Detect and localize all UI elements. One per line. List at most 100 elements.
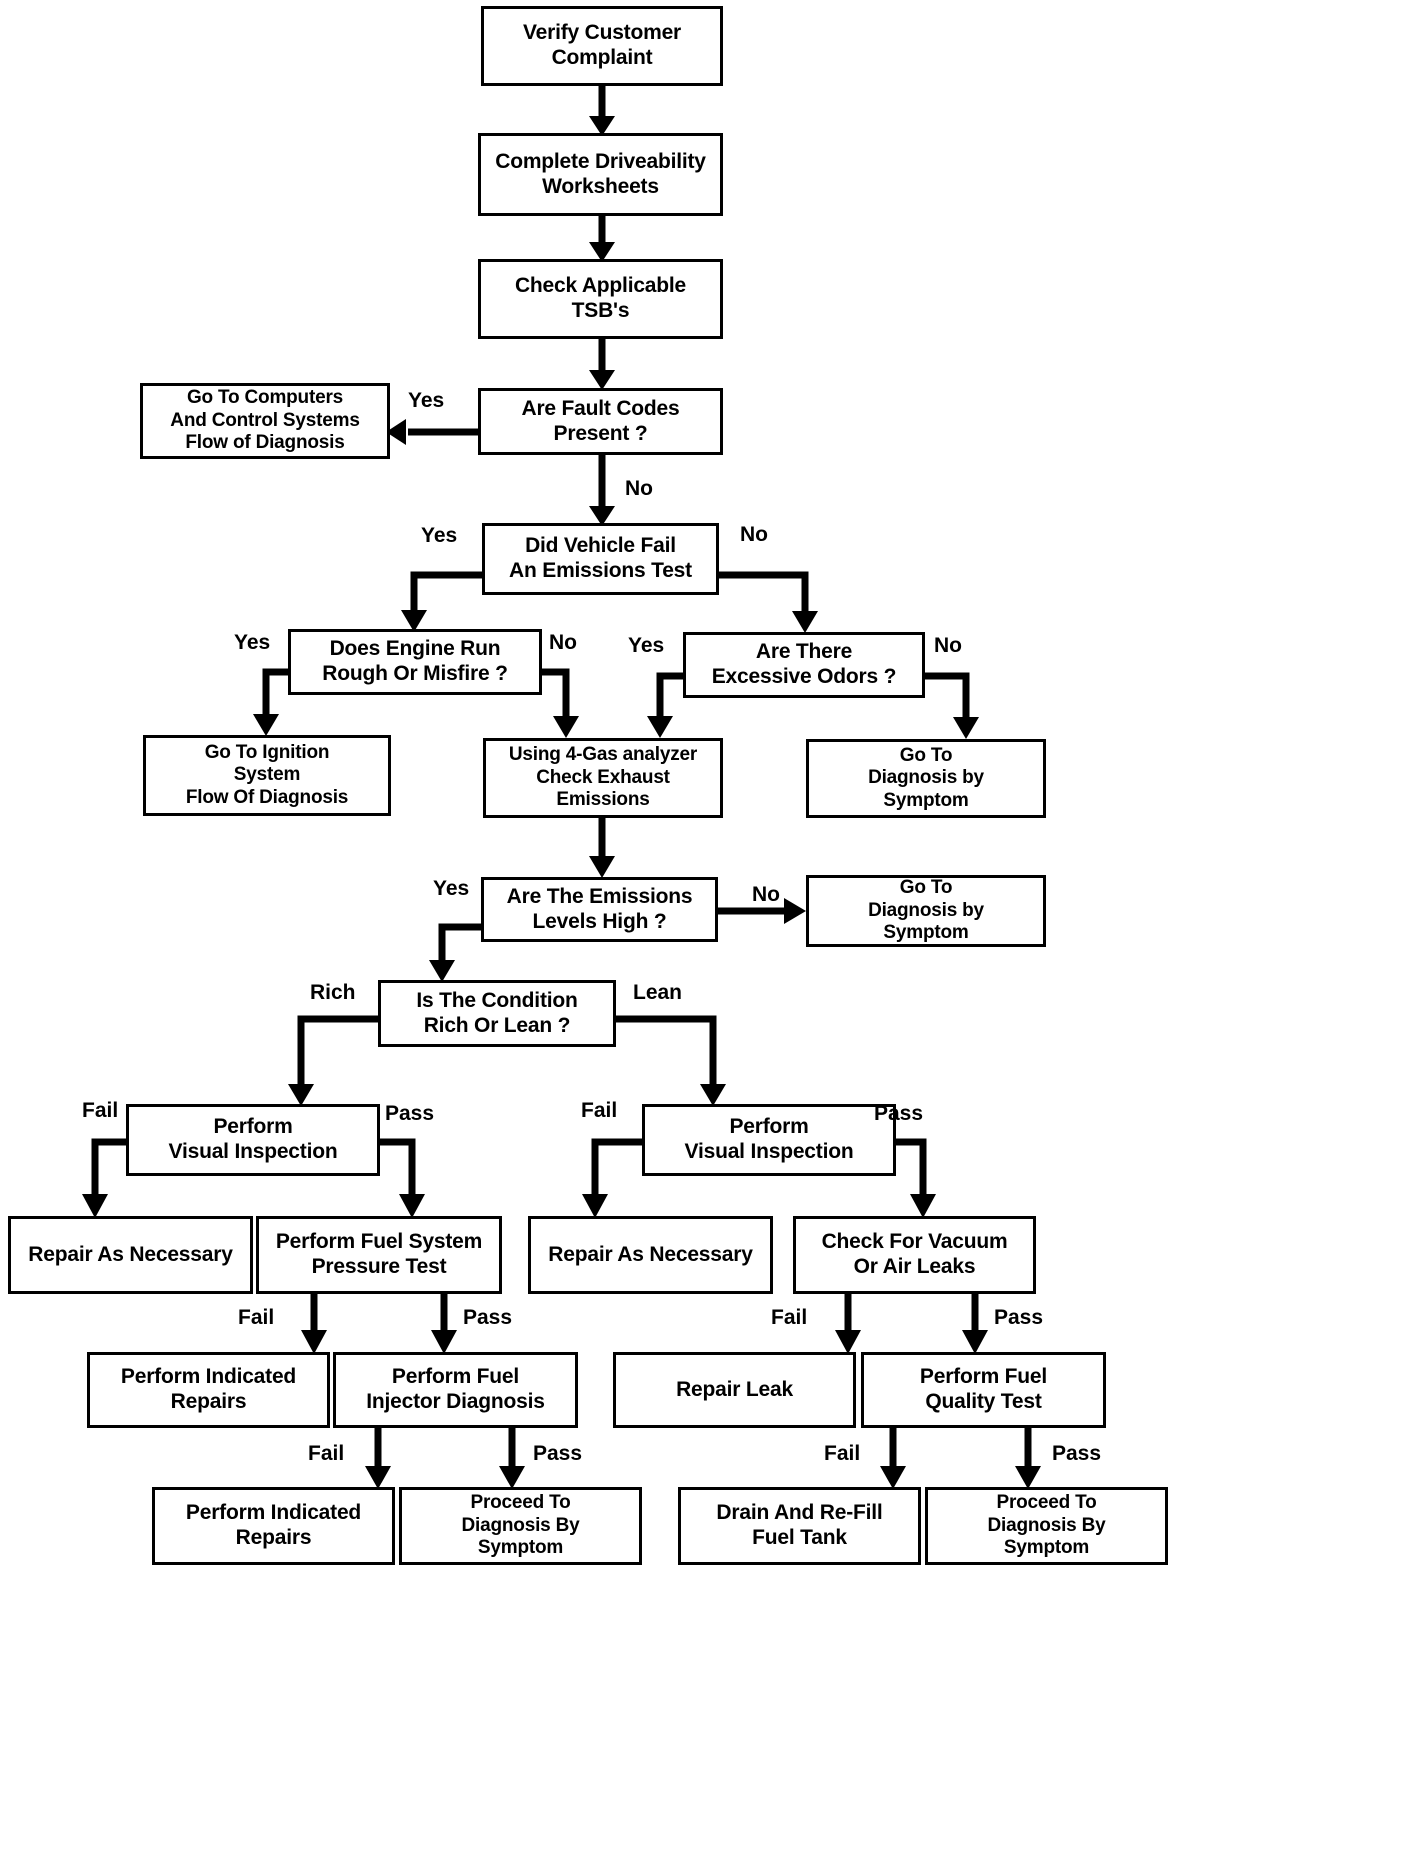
- edge-label-odors-no: No: [934, 634, 962, 657]
- node-go-to-ignition-system[interactable]: Go To Ignition System Flow Of Diagnosis: [143, 735, 391, 816]
- node-line: Proceed To: [996, 1492, 1097, 1514]
- edge-label-quality-pass: Pass: [1052, 1442, 1102, 1465]
- node-line: Rich Or Lean ?: [423, 1013, 571, 1037]
- node-line: Excessive Odors ?: [711, 665, 897, 688]
- node-line: Complaint: [551, 46, 653, 69]
- node-line: Perform Fuel: [391, 1365, 520, 1389]
- node-line: Fuel Tank: [752, 1526, 847, 1549]
- node-line: Go To Computers: [186, 387, 344, 409]
- node-line: Diagnosis by: [868, 899, 984, 921]
- node-line: Check Applicable: [514, 274, 687, 298]
- node-line: Symptom: [1003, 1537, 1090, 1559]
- node-line: Go To: [899, 744, 953, 766]
- node-line: Symptom: [883, 789, 969, 811]
- node-go-to-computers-and-control-systems[interactable]: Go To Computers And Control Systems Flow…: [140, 383, 390, 459]
- node-line: Drain And Re-Fill: [716, 1501, 883, 1525]
- edge-label-injector-pass: Pass: [533, 1442, 583, 1465]
- node-line: Are There: [755, 640, 853, 664]
- edge-label-visual-lean-pass: Pass: [874, 1102, 924, 1125]
- edge-label-visual-lean-fail: Fail: [581, 1099, 618, 1122]
- edge-label-engine-rough-no: No: [549, 631, 577, 654]
- node-line: Go To: [899, 877, 953, 899]
- node-are-there-excessive-odors[interactable]: Are There Excessive Odors ?: [683, 632, 925, 698]
- node-line: Perform Indicated: [185, 1501, 362, 1525]
- edge-label-pressure-test-pass: Pass: [463, 1306, 513, 1329]
- node-line: Rough Or Misfire ?: [322, 662, 508, 685]
- node-line: Perform Fuel: [919, 1365, 1048, 1389]
- node-line: Repair As Necessary: [28, 1242, 233, 1266]
- node-line: Perform: [213, 1115, 293, 1139]
- node-line: Emissions: [556, 789, 650, 811]
- node-are-fault-codes-present[interactable]: Are Fault Codes Present ?: [478, 388, 723, 455]
- node-perform-fuel-injector-diagnosis[interactable]: Perform Fuel Injector Diagnosis: [333, 1352, 578, 1428]
- node-line: Diagnosis by: [868, 767, 984, 789]
- node-check-for-vacuum-or-air-leaks[interactable]: Check For Vacuum Or Air Leaks: [793, 1216, 1036, 1294]
- edge-label-visual-rich-fail: Fail: [82, 1099, 119, 1122]
- node-line: Repairs: [235, 1526, 312, 1549]
- node-complete-driveability-worksheets[interactable]: Complete Driveability Worksheets: [478, 133, 723, 216]
- node-perform-visual-inspection-lean[interactable]: Perform Visual Inspection: [642, 1104, 896, 1176]
- node-line: TSB's: [571, 299, 630, 322]
- node-does-engine-run-rough-or-misfire[interactable]: Does Engine Run Rough Or Misfire ?: [288, 629, 542, 695]
- node-line: Symptom: [883, 922, 969, 944]
- node-line: Check For Vacuum: [821, 1230, 1008, 1254]
- node-check-applicable-tsbs[interactable]: Check Applicable TSB's: [478, 259, 723, 339]
- node-line: System: [233, 764, 301, 786]
- node-proceed-to-diagnosis-by-symptom-lean[interactable]: Proceed To Diagnosis By Symptom: [925, 1487, 1168, 1565]
- edge-label-odors-yes: Yes: [628, 634, 665, 657]
- edge-label-condition-lean: Lean: [633, 981, 683, 1004]
- node-line: Repair As Necessary: [548, 1242, 753, 1266]
- node-drain-and-re-fill-fuel-tank[interactable]: Drain And Re-Fill Fuel Tank: [678, 1487, 921, 1565]
- edge-label-vacuum-leak-pass: Pass: [994, 1306, 1044, 1329]
- edge-label-condition-rich: Rich: [310, 981, 356, 1004]
- node-perform-visual-inspection-rich[interactable]: Perform Visual Inspection: [126, 1104, 380, 1176]
- node-line: Worksheets: [542, 174, 659, 198]
- node-line: Is The Condition: [416, 988, 578, 1012]
- node-go-to-diagnosis-by-symptom-emissions[interactable]: Go To Diagnosis by Symptom: [806, 875, 1046, 947]
- node-line: Quality Test: [925, 1390, 1042, 1413]
- node-using-4-gas-analyzer-check-exhaust-emissions[interactable]: Using 4-Gas analyzer Check Exhaust Emiss…: [483, 738, 723, 818]
- node-line: Diagnosis By: [461, 1514, 580, 1536]
- node-line: Verify Customer: [522, 21, 682, 45]
- node-did-vehicle-fail-an-emissions-test[interactable]: Did Vehicle Fail An Emissions Test: [482, 523, 719, 595]
- node-repair-leak[interactable]: Repair Leak: [613, 1352, 856, 1428]
- edge-label-pressure-test-fail: Fail: [238, 1306, 275, 1329]
- edge-label-visual-rich-pass: Pass: [385, 1102, 435, 1125]
- node-line: Are The Emissions: [506, 884, 693, 908]
- node-proceed-to-diagnosis-by-symptom-rich[interactable]: Proceed To Diagnosis By Symptom: [399, 1487, 642, 1565]
- node-perform-fuel-quality-test[interactable]: Perform Fuel Quality Test: [861, 1352, 1106, 1428]
- edge-label-vacuum-leak-fail: Fail: [771, 1306, 808, 1329]
- node-repair-as-necessary-lean[interactable]: Repair As Necessary: [528, 1216, 773, 1294]
- node-line: Perform Indicated: [120, 1365, 297, 1389]
- node-line: Levels High ?: [532, 909, 667, 933]
- node-line: Perform: [729, 1115, 809, 1139]
- node-perform-indicated-repairs-fuel-pressure[interactable]: Perform Indicated Repairs: [87, 1352, 330, 1428]
- node-line: Check Exhaust: [536, 766, 670, 788]
- node-line: Go To Ignition: [204, 741, 330, 763]
- node-line: Visual Inspection: [168, 1140, 338, 1163]
- node-repair-as-necessary-rich[interactable]: Repair As Necessary: [8, 1216, 253, 1294]
- node-line: Flow of Diagnosis: [185, 432, 345, 454]
- node-perform-indicated-repairs-injector[interactable]: Perform Indicated Repairs: [152, 1487, 395, 1565]
- node-line: Symptom: [477, 1537, 564, 1559]
- node-line: Proceed To: [470, 1492, 571, 1514]
- node-perform-fuel-system-pressure-test[interactable]: Perform Fuel System Pressure Test: [256, 1216, 502, 1294]
- node-line: Visual Inspection: [684, 1140, 854, 1163]
- node-line: An Emissions Test: [509, 559, 692, 582]
- edge-label-emissions-high-no: No: [752, 883, 780, 906]
- node-line: Present ?: [553, 421, 648, 445]
- node-line: Repairs: [170, 1390, 247, 1413]
- node-are-the-emissions-levels-high[interactable]: Are The Emissions Levels High ?: [481, 877, 718, 942]
- node-line: Complete Driveability: [495, 149, 706, 173]
- node-line: Does Engine Run: [329, 637, 501, 661]
- node-line: Did Vehicle Fail: [525, 534, 676, 558]
- node-line: Perform Fuel System: [275, 1230, 483, 1254]
- node-line: Repair Leak: [676, 1377, 793, 1401]
- node-verify-customer-complaint[interactable]: Verify Customer Complaint: [481, 6, 723, 86]
- node-line: And Control Systems: [170, 409, 360, 431]
- node-go-to-diagnosis-by-symptom-odors[interactable]: Go To Diagnosis by Symptom: [806, 739, 1046, 818]
- node-is-the-condition-rich-or-lean[interactable]: Is The Condition Rich Or Lean ?: [378, 980, 616, 1047]
- edge-label-fault-codes-no: No: [625, 477, 653, 500]
